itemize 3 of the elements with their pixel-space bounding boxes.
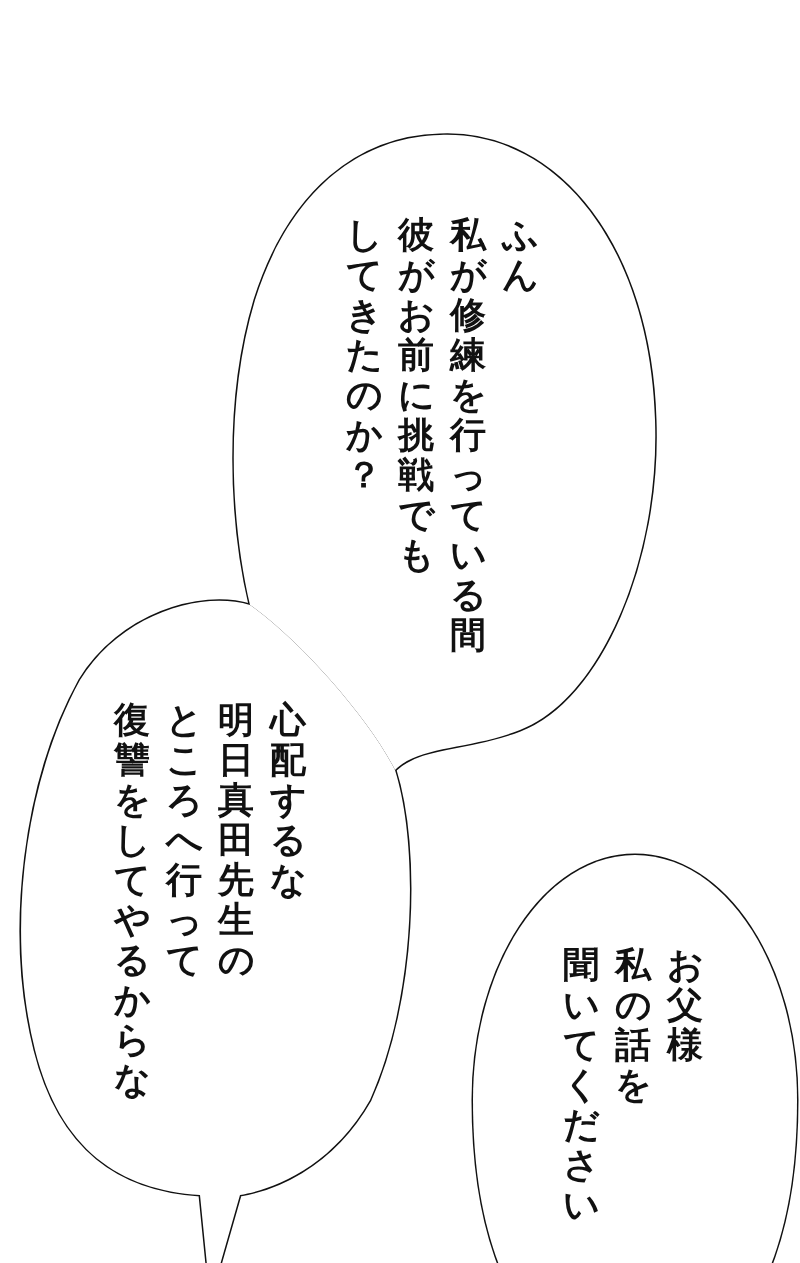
- speech-text: ふん私が修練を行っている間彼がお前に挑戦でもしてきたのか？: [344, 215, 540, 655]
- speech-text: お父様私の話を聞いてください: [561, 945, 705, 1225]
- speech-text: 心配するな明日真田先生のところへ行って復讐をしてやるからな: [112, 700, 308, 1100]
